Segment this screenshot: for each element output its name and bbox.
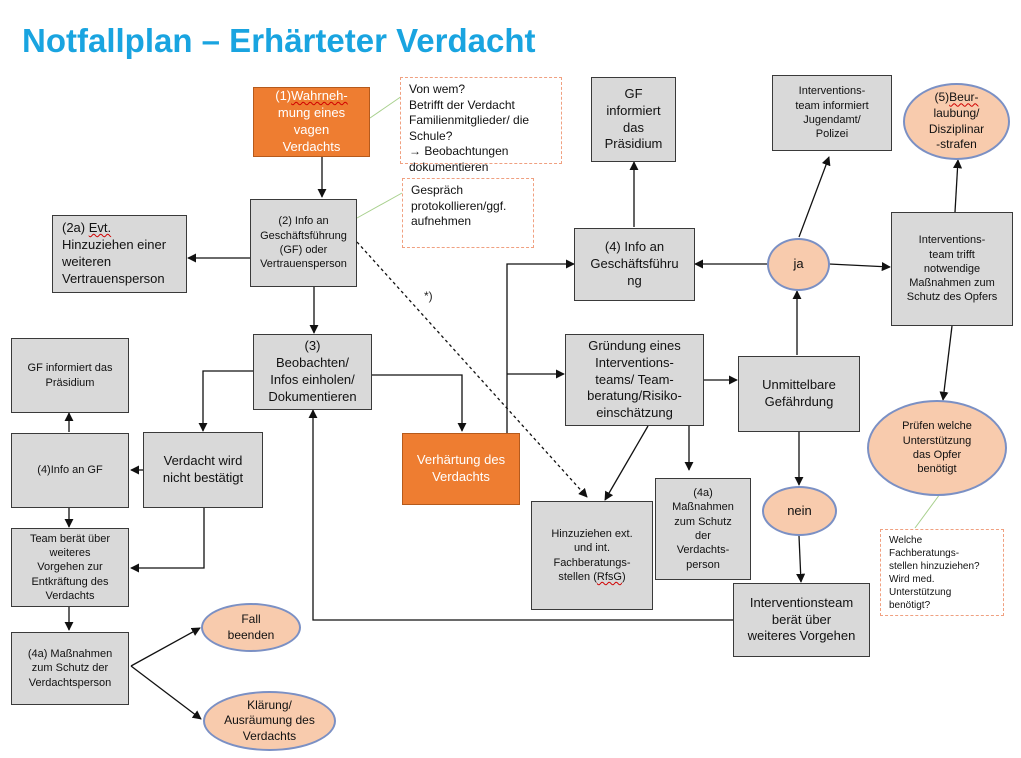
- suspicion-not-confirmed: Verdacht wird nicht bestätigt: [143, 432, 263, 508]
- step-4a-protect-suspect-left: (4a) Maßnahmen zum Schutz der Verdachtsp…: [11, 632, 129, 705]
- arrow-gruendung-to-ext: [604, 425, 649, 501]
- arrow-3-to-notbestaetigt: [198, 370, 253, 432]
- clarification-oval: Klärung/ Ausräumung des Verdachts: [203, 691, 336, 751]
- arrow-ja-to-jugendamt: [798, 156, 831, 238]
- note1-callout-line: [369, 95, 403, 119]
- immediate-danger: Unmittelbare Gefährdung: [738, 356, 860, 432]
- gf-informs-presidium-left: GF informiert das Präsidium: [11, 338, 129, 413]
- team-takes-protective-measures: Interventions- team trifft notwendige Ma…: [891, 212, 1013, 326]
- team-informs-youth-office-police: Interventions- team informiert Jugendamt…: [772, 75, 892, 151]
- note-which-counseling: Welche Fachberatungs- stellen hinzuziehe…: [880, 529, 1004, 616]
- suspension-disciplinary-oval: (5)Beur- laubung/ Disziplinar -strafen: [903, 83, 1010, 160]
- end-case-oval: Fall beenden: [201, 603, 301, 652]
- step-4a-protect-suspect-mid: (4a) Maßnahmen zum Schutz der Verdachts-…: [655, 478, 751, 580]
- intervention-team-founding: Gründung eines Interventions- teams/ Tea…: [565, 334, 704, 426]
- external-counseling: Hinzuziehen ext. und int. Fachberatungs-…: [531, 501, 653, 610]
- arrow-4a-to-klaerung: [130, 665, 202, 720]
- step-1-perception: (1)Wahrneh- mung eines vagen Verdachts: [253, 87, 370, 157]
- note-who-involved: Von wem? Betrifft der Verdacht Familienm…: [400, 77, 562, 174]
- arrow-ja-to-trifft: [828, 262, 891, 272]
- team-advises-next-steps: Interventionsteam berät über weiteres Vo…: [733, 583, 870, 657]
- arrow-3-to-verhaertung: [372, 374, 467, 432]
- arrow-trifft-to-pruefen: [939, 325, 953, 401]
- note-protocol: Gespräch protokollieren/ggf. aufnehmen: [402, 178, 534, 248]
- arrow-beraet-to-3: [308, 409, 733, 621]
- arrow-notbestaetigt-to-team: [130, 508, 205, 573]
- step-3-observe: (3) Beobachten/ Infos einholen/ Dokument…: [253, 334, 372, 410]
- arrow-nein-to-beraet: [796, 535, 806, 583]
- step-4-info-management: (4) Info an Geschäftsführu ng: [574, 228, 695, 301]
- note3-callout-line: [914, 493, 941, 529]
- gf-informs-presidium-right: GF informiert das Präsidium: [591, 77, 676, 162]
- step-4-info-gf-left: (4)Info an GF: [11, 433, 129, 508]
- note2-callout-line: [356, 192, 403, 219]
- arrow-trifft-to-beurlaubung: [952, 159, 963, 213]
- arrow-4a-to-fall: [130, 627, 201, 667]
- step-2a-trusted-person: (2a) Evt. Hinzuziehen einer weiteren Ver…: [52, 215, 187, 293]
- suspicion-hardened: Verhärtung des Verdachts: [402, 433, 520, 505]
- step-2-info-gf: (2) Info an Geschäftsführung (GF) oder V…: [250, 199, 357, 287]
- check-victim-support-oval: Prüfen welche Unterstützung das Opfer be…: [867, 400, 1007, 496]
- page-title: Notfallplan – Erhärteter Verdacht: [22, 22, 536, 59]
- no-oval: nein: [762, 486, 837, 536]
- arrow-verhaertung-to-info4: [506, 259, 575, 434]
- annotation-star: *): [424, 289, 433, 303]
- yes-oval: ja: [767, 238, 830, 291]
- team-advises-refutation: Team berät über weiteres Vorgehen zur En…: [11, 528, 129, 607]
